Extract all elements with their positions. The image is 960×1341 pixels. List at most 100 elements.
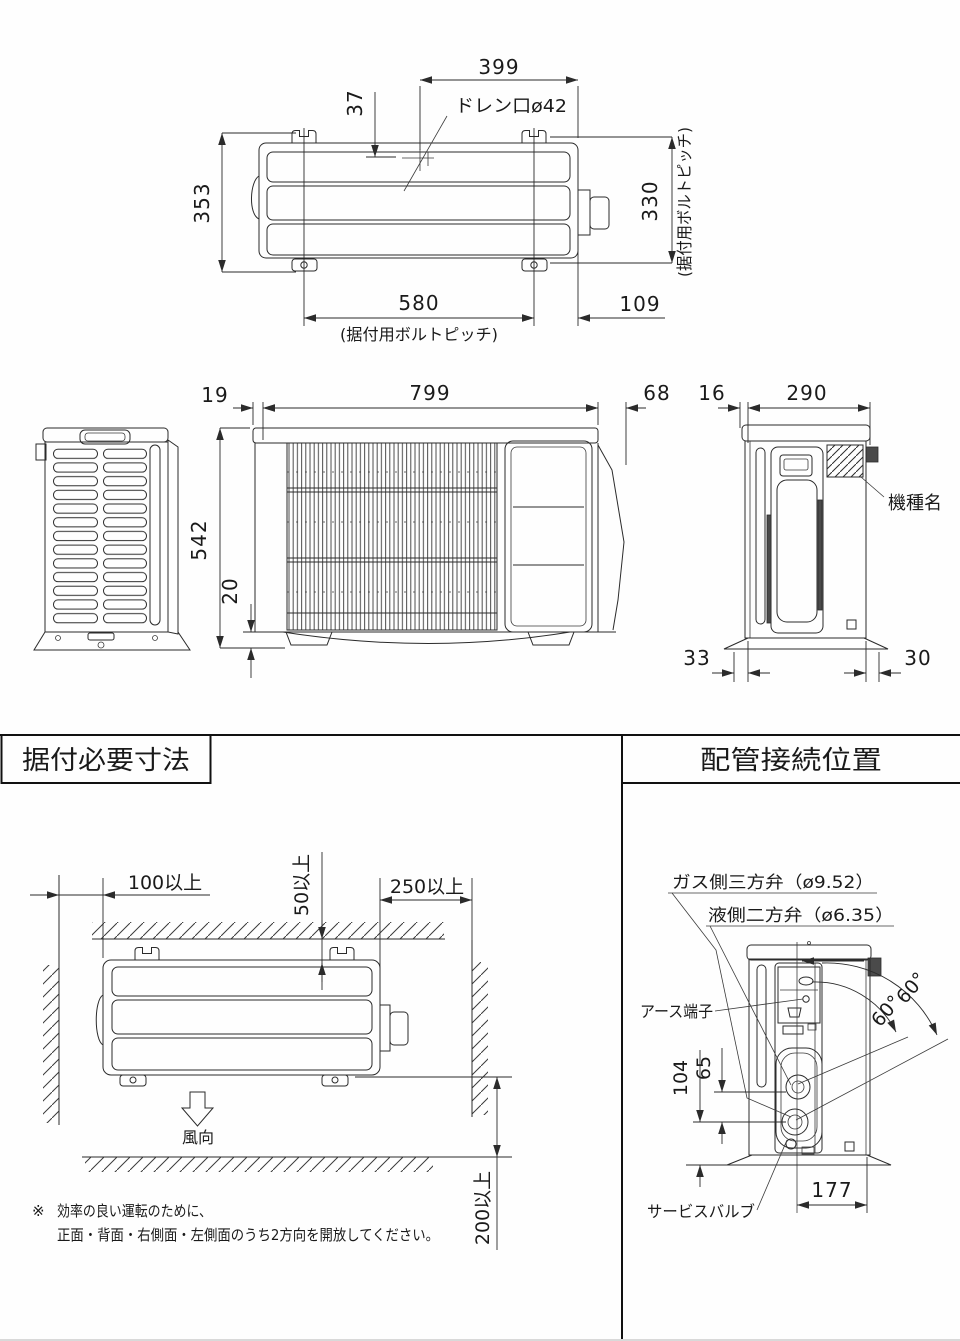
side-view-handle-inner: [783, 458, 809, 471]
install-unit-top-view: [95, 947, 409, 1087]
side-view-panel-inner: [776, 479, 818, 623]
front-view-side-panel: [504, 440, 593, 633]
pipe-swing-arcs: 60° 60°: [795, 957, 949, 1121]
wall-top-hatch: [92, 922, 444, 939]
piping-section-title: 配管接続位置: [700, 746, 882, 776]
back-view: [33, 427, 191, 651]
drain-label: ドレン口ø42: [455, 96, 567, 117]
top-view: 399 37 ドレン口ø42 353 330 (据付用ボルトピッチ) 580 (…: [190, 55, 694, 344]
valve-housing: [775, 1047, 823, 1149]
dim-353: 353: [190, 182, 214, 223]
note-mark: ※: [32, 1202, 45, 1220]
side-view-bar-right: [817, 499, 823, 611]
dim-399: 399: [478, 55, 519, 79]
top-view-slat-3: [266, 223, 571, 256]
back-view-louver-column-1: [52, 447, 100, 625]
front-view-base-pan: [282, 631, 571, 644]
swing-arc-inner: [811, 981, 897, 1033]
dim-290: 290: [786, 381, 827, 405]
piping-unit-side-view: [726, 941, 892, 1213]
swing-arc-outer: [821, 962, 938, 1036]
front-view-foot-right: [527, 631, 575, 646]
side-view-slot: [755, 447, 766, 625]
dim-19: 19: [201, 383, 228, 407]
install-title-box: [0, 734, 212, 784]
side-view-handle: [779, 454, 813, 477]
note-line-2: 正面・背面・右側面・左側面のうち2方向を開放してください。: [57, 1226, 439, 1244]
top-view-right-port-2: [589, 196, 610, 230]
clearance-bottom-label: 200以上: [472, 1171, 494, 1245]
side-view-rear-block: [865, 446, 879, 463]
wall-right-hatch: [472, 962, 488, 1115]
front-view-foot-left: [285, 631, 333, 646]
front-view-side-panel-inner: [510, 446, 587, 627]
dim-542: 542: [187, 519, 211, 560]
dim-580: 580: [398, 291, 439, 315]
dim-16: 16: [698, 381, 725, 405]
dim-20: 20: [218, 577, 242, 604]
note-line-1: 効率の良い運転のために、: [57, 1202, 212, 1220]
front-view-grille-rails: [287, 471, 497, 614]
side-view-base: [723, 637, 889, 650]
side-view-dimensions: 16 290 33 30: [683, 381, 931, 682]
side-view-bar-left: [766, 514, 772, 624]
side-view: 機種名 16 290 33 30: [683, 381, 942, 682]
top-view-left-bump: [251, 175, 260, 220]
back-view-slot: [149, 444, 161, 626]
bolt-pitch-note-bottom: (据付用ボルトピッチ): [340, 325, 498, 344]
dim-33: 33: [683, 646, 710, 670]
liquid-valve: [785, 1074, 811, 1100]
install-dimensions: 100以上 50以上 250以上 200以上: [30, 852, 512, 1250]
install-clearance-diagram: 100以上 50以上 250以上 200以上 風向 ※ 効率の良い運転のために、…: [30, 852, 512, 1250]
service-valve-label: サービスバルブ: [647, 1202, 755, 1221]
back-view-side-strip: [167, 439, 179, 635]
dim-104: 104: [670, 1060, 692, 1096]
dim-799: 799: [409, 381, 450, 405]
piping-dimensions: 65 104 177: [670, 1048, 868, 1213]
model-name-label: 機種名: [888, 493, 942, 514]
piping-connection-diagram: 60° 60° ガス側三方弁（ø9.52） 液側二方弁（ø6.35） アース端子…: [640, 873, 949, 1221]
dim-37: 37: [343, 89, 367, 116]
section-headers: 据付必要寸法 配管接続位置: [0, 734, 960, 1339]
front-view-right-contour: [597, 444, 625, 631]
wall-left-hatch: [43, 965, 59, 1123]
side-view-small-port: [846, 619, 857, 630]
top-view-slat-1: [266, 151, 571, 183]
dim-330: 330: [638, 180, 662, 221]
dim-177: 177: [811, 1178, 852, 1202]
back-view-handle-inner: [84, 432, 126, 442]
dim-109: 109: [619, 292, 660, 316]
liquid-valve-label: 液側二方弁（ø6.35）: [708, 906, 894, 926]
walls: [43, 875, 488, 1172]
piping-labels: ガス側三方弁（ø9.52） 液側二方弁（ø6.35） アース端子 サービスバルブ: [640, 873, 894, 1221]
side-view-back-panel: [770, 446, 824, 634]
side-view-top-cap: [741, 424, 871, 442]
clearance-top-label: 50以上: [291, 854, 313, 916]
service-valve-cap: [785, 1138, 797, 1150]
bolt-pitch-note-right: (据付用ボルトピッチ): [675, 127, 694, 277]
clearance-left-label: 100以上: [128, 872, 202, 894]
back-view-side-block: [35, 443, 47, 461]
install-note: ※ 効率の良い運転のために、 正面・背面・右側面・左側面のうち2方向を開放してく…: [32, 1202, 439, 1244]
dim-68: 68: [643, 381, 670, 405]
top-view-right-port-1: [577, 189, 591, 236]
top-view-slat-2: [266, 185, 571, 221]
back-view-louver-column-2: [102, 447, 149, 625]
drain-port-mark: [402, 115, 448, 192]
gas-valve-label: ガス側三方弁（ø9.52）: [672, 873, 874, 893]
front-view-grille: [286, 442, 498, 631]
front-view-dimensions: 19 799 68 542 20: [187, 381, 670, 678]
model-name-plate: [826, 444, 864, 478]
wind-direction-label: 風向: [182, 1128, 214, 1147]
dim-65: 65: [693, 1056, 715, 1080]
top-view-dimensions: 399 37 ドレン口ø42 353 330 (据付用ボルトピッチ) 580 (…: [190, 55, 694, 344]
top-view-body: [258, 142, 579, 259]
front-view: 19 799 68 542 20: [187, 381, 670, 678]
ground-hatch: [85, 1157, 433, 1172]
earth-terminal-label: アース端子: [640, 1002, 713, 1021]
back-view-base: [33, 631, 191, 651]
back-view-handle: [79, 429, 131, 445]
clearance-right-label: 250以上: [390, 876, 464, 898]
